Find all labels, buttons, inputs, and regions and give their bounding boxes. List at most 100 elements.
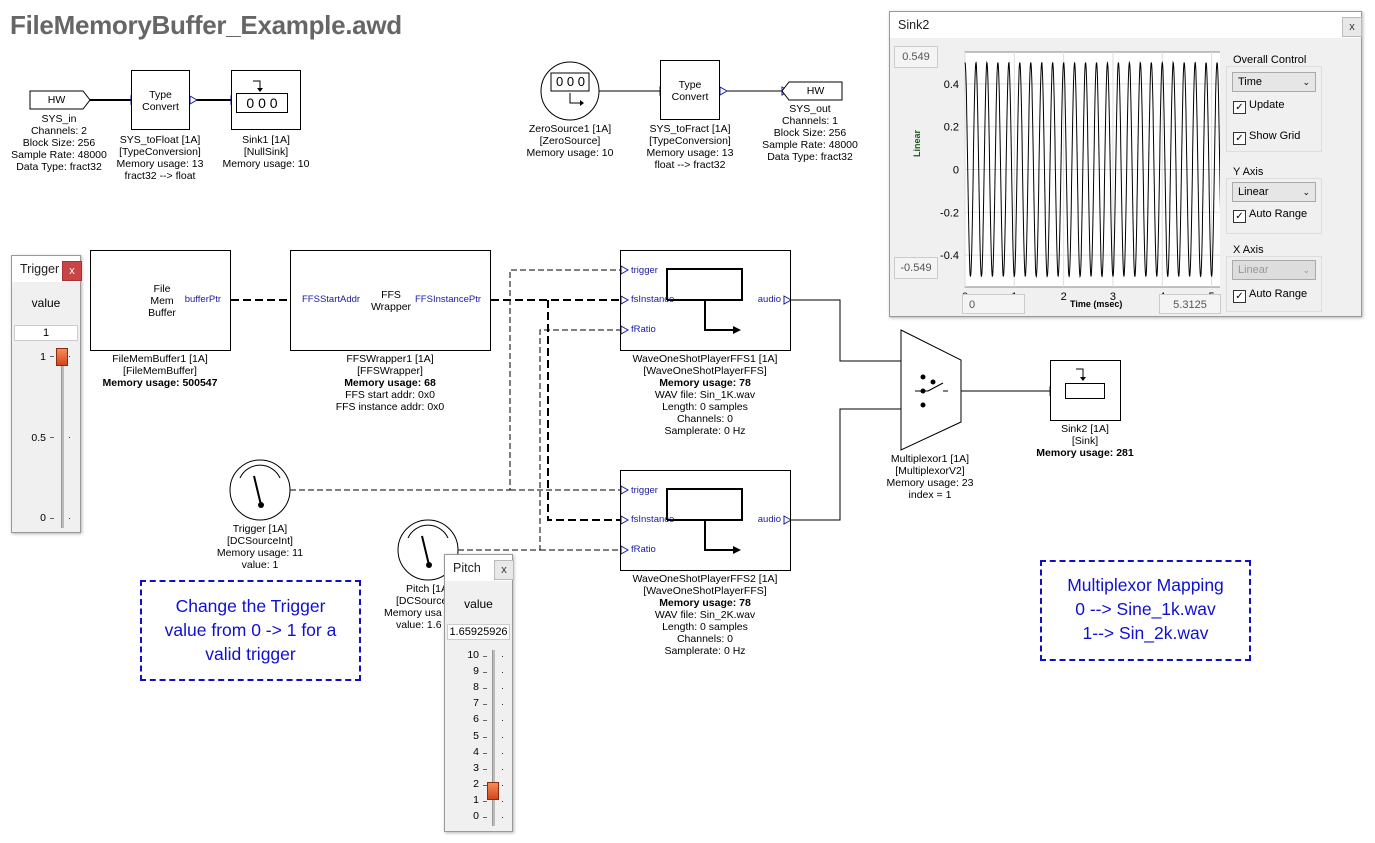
sys-out-shape [781, 81, 843, 101]
y-tick-label: -0.4 [940, 250, 959, 262]
y-auto-range-checkbox[interactable]: ✓Auto Range [1233, 208, 1307, 223]
pin-ffsstartaddr: FFSStartAddr [302, 294, 361, 305]
close-icon[interactable]: x [62, 261, 82, 281]
wire-pitch-player1 [458, 329, 621, 551]
x-tick-label: 2 [1061, 291, 1067, 302]
sys-tofract-caption: SYS_toFract [1A][TypeConversion]Memory u… [646, 123, 734, 171]
sys-out-label: HW [806, 85, 825, 97]
pitch-tick: 2 [473, 777, 479, 790]
min-readout: -0.549 [894, 257, 938, 279]
pin-ffsinstanceptr: FFSInstancePtr [415, 294, 481, 305]
y-axis-group-label: Y Axis [1231, 166, 1266, 178]
y-tick-label: 0.4 [944, 79, 959, 91]
x-tick-label: 3 [1110, 291, 1116, 302]
x-end-field[interactable]: 5.3125 [1159, 294, 1221, 314]
trigger-tick: 0 [40, 512, 46, 524]
filemembuffer-caption: FileMemBuffer1 [1A][FileMemBuffer]Memory… [102, 353, 218, 389]
pitch-tick: 5 [473, 729, 479, 742]
x-scale-select: Linear⌄ [1232, 260, 1316, 280]
pitch-tick: 1 [473, 793, 479, 806]
player1-wave-icon [666, 268, 743, 331]
pitch-tick: 0 [473, 810, 479, 822]
pitch-tick: 7 [473, 697, 479, 710]
player1-caption: WaveOneShotPlayerFFS1 [1A][WaveOneShotPl… [632, 353, 778, 437]
max-readout: 0.549 [894, 46, 938, 68]
pitch-tick: 10 [467, 649, 479, 661]
sink2-block[interactable] [1050, 360, 1121, 421]
sys-in-label: HW [47, 94, 66, 106]
trigger-value-field[interactable]: 1 [14, 325, 78, 341]
sys-in-shape [29, 90, 91, 110]
document-title: FileMemoryBuffer_Example.awd [10, 10, 402, 40]
pin-bufferptr: bufferPtr [184, 294, 221, 305]
pitch-tick: 4 [473, 745, 479, 758]
player2-block[interactable]: trigger fsInstance fRatio audio [620, 470, 791, 571]
wire-player1-mux [791, 299, 902, 362]
wire-ffs-player2 [547, 300, 621, 521]
sys-tofloat-caption: SYS_toFloat [1A][TypeConversion]Memory u… [116, 134, 204, 182]
x-start-field[interactable]: 0 [962, 294, 1025, 314]
y-tick-label: 0 [953, 165, 959, 177]
trigger-slider-track[interactable] [61, 352, 64, 528]
pin-trigger: trigger [631, 265, 658, 276]
x-axis-group [1226, 256, 1322, 312]
wire-trigger-player1 [290, 269, 621, 491]
pitch-slider-track[interactable] [492, 650, 495, 826]
sys-tofract-block[interactable]: Type Convert [660, 60, 720, 120]
trigger-source-caption: Trigger [1A][DCSourceInt]Memory usage: 1… [216, 523, 304, 571]
trigger-tick: 0.5 [31, 432, 46, 444]
waveform-plot[interactable]: 0123450.40.20-0.2-0.4 [930, 40, 1220, 302]
update-checkbox[interactable]: ✓Update [1233, 99, 1284, 114]
pin-fratio: fRatio [631, 544, 656, 555]
pitch-tick: 9 [473, 665, 479, 678]
zerosource-caption: ZeroSource1 [1A][ZeroSource]Memory usage… [526, 123, 614, 159]
player1-block[interactable]: trigger fsInstance fRatio audio [620, 250, 791, 351]
filemembuffer-block[interactable]: File Mem Buffer bufferPtr [90, 250, 231, 351]
player2-wave-icon [666, 488, 743, 551]
pin-audio: audio [757, 294, 781, 305]
x-auto-range-checkbox[interactable]: ✓Auto Range [1233, 288, 1307, 303]
pitch-meter-icon [397, 519, 459, 581]
close-icon[interactable]: x [494, 560, 514, 580]
pin-audio: audio [757, 514, 781, 525]
pin-fsinstance: fsInstance [631, 294, 675, 305]
trigger-value-header: value [31, 296, 61, 310]
sink1-block[interactable]: 0 0 0 [231, 70, 301, 130]
sink2-display [1065, 383, 1105, 399]
sink1-caption: Sink1 [1A][NullSink]Memory usage: 10 [222, 134, 310, 170]
chevron-down-icon: ⌄ [1302, 187, 1310, 197]
player2-caption: WaveOneShotPlayerFFS2 [1A][WaveOneShotPl… [632, 573, 778, 657]
waveform-series [964, 60, 1220, 279]
ffswrapper-caption: FFSWrapper1 [1A][FFSWrapper]Memory usage… [335, 353, 445, 413]
pitch-slider-thumb[interactable] [487, 782, 499, 801]
y-tick-label: -0.2 [940, 207, 959, 219]
multiplexor-shape [900, 329, 962, 451]
close-icon[interactable]: x [1342, 17, 1362, 37]
trigger-panel[interactable]: Trigger x value 1 1 0.5 0 [11, 255, 82, 533]
y-scale-select[interactable]: Linear⌄ [1232, 182, 1316, 202]
pin-fsinstance: fsInstance [631, 514, 675, 525]
pitch-tick: 8 [473, 681, 479, 694]
multiplexor-caption: Multiplexor1 [1A][MultiplexorV2]Memory u… [886, 453, 974, 501]
show-grid-checkbox[interactable]: ✓Show Grid [1233, 130, 1300, 145]
x-axis-group-label: X Axis [1231, 244, 1266, 256]
ffswrapper-block[interactable]: FFS Wrapper FFSStartAddr FFSInstancePtr [290, 250, 491, 351]
trigger-slider-thumb[interactable] [56, 348, 68, 366]
sys-tofloat-block[interactable]: Type Convert [131, 70, 190, 130]
trigger-meter-icon [229, 459, 291, 521]
sink2-caption: Sink2 [1A][Sink]Memory usage: 281 [1036, 423, 1134, 459]
sink1-display: 0 0 0 [236, 93, 288, 113]
chevron-down-icon: ⌄ [1302, 265, 1310, 275]
x-axis-label: Time (msec) [1070, 299, 1123, 309]
sink2-panel[interactable]: Sink2 x 0.549 -0.549 Linear 0123450.40.2… [889, 11, 1362, 317]
mux-switch-icon [915, 374, 948, 408]
pitch-value-field[interactable]: 1.65925926 [447, 624, 510, 640]
pitch-tick: 6 [473, 713, 479, 726]
y-axis-group [1226, 178, 1322, 234]
time-select[interactable]: Time⌄ [1232, 72, 1316, 92]
